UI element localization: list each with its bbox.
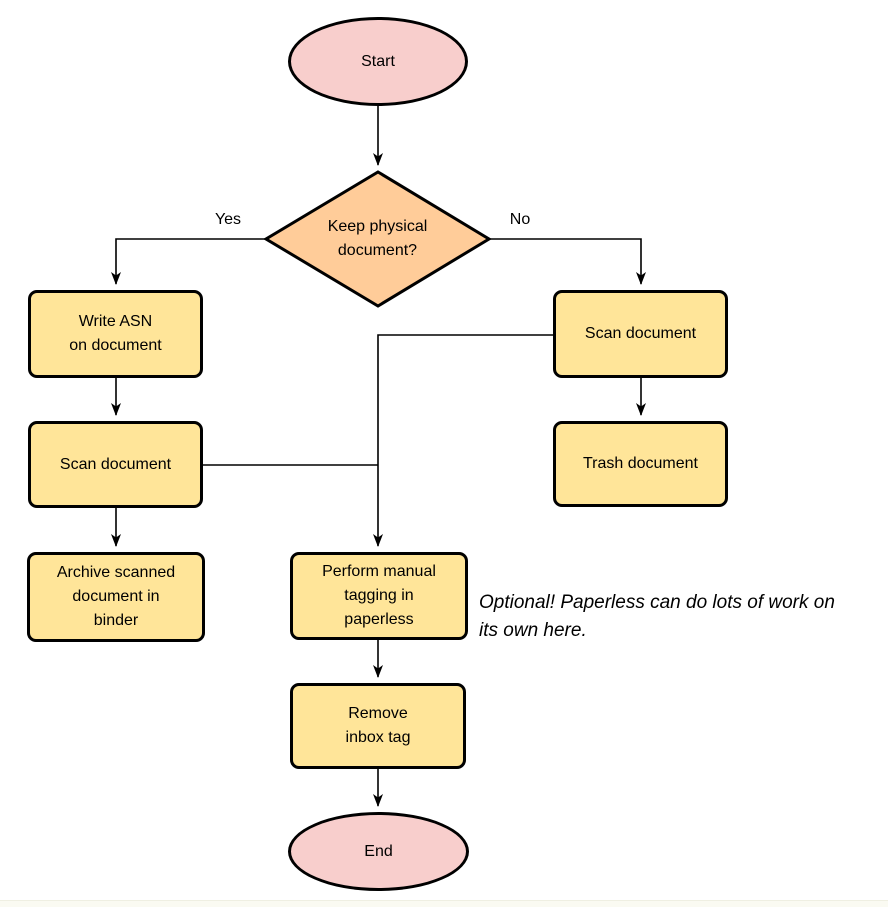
end-label: End bbox=[364, 842, 393, 860]
yes-edge-label: Yes bbox=[214, 211, 242, 228]
manual-tagging-node: Perform manual tagging in paperless bbox=[290, 552, 468, 640]
manual-tagging-label: Perform manual tagging in paperless bbox=[322, 563, 436, 628]
write-asn-label: Write ASN on document bbox=[69, 313, 162, 354]
remove-inbox-tag-node: Remove inbox tag bbox=[290, 683, 466, 769]
edge-no-to-scan-right bbox=[489, 238, 646, 285]
scan-document-right-node: Scan document bbox=[553, 290, 728, 378]
scan-document-right-label: Scan document bbox=[584, 325, 697, 342]
optional-note: Optional! Paperless can do lots of work … bbox=[479, 592, 835, 641]
edge-scan-right-to-tagging bbox=[373, 334, 553, 547]
decision-diamond-shape bbox=[263, 170, 492, 308]
scan-document-left-label: Scan document bbox=[59, 455, 172, 473]
decision-label: Keep physical document? bbox=[327, 218, 428, 259]
trash-document-node: Trash document bbox=[553, 421, 728, 507]
remove-inbox-tag-label: Remove inbox tag bbox=[345, 705, 411, 746]
bottom-edge bbox=[0, 900, 888, 907]
archive-label: Archive scanned document in binder bbox=[56, 564, 176, 629]
end-node: End bbox=[288, 812, 469, 891]
start-label: Start bbox=[361, 52, 395, 70]
archive-node: Archive scanned document in binder bbox=[27, 552, 205, 642]
trash-document-label: Trash document bbox=[582, 455, 698, 472]
scan-document-left-node: Scan document bbox=[28, 421, 203, 508]
write-asn-node: Write ASN on document bbox=[28, 290, 203, 378]
no-edge-label: No bbox=[509, 211, 531, 228]
start-node: Start bbox=[288, 17, 468, 106]
edge-yes-to-write-asn bbox=[111, 238, 266, 285]
